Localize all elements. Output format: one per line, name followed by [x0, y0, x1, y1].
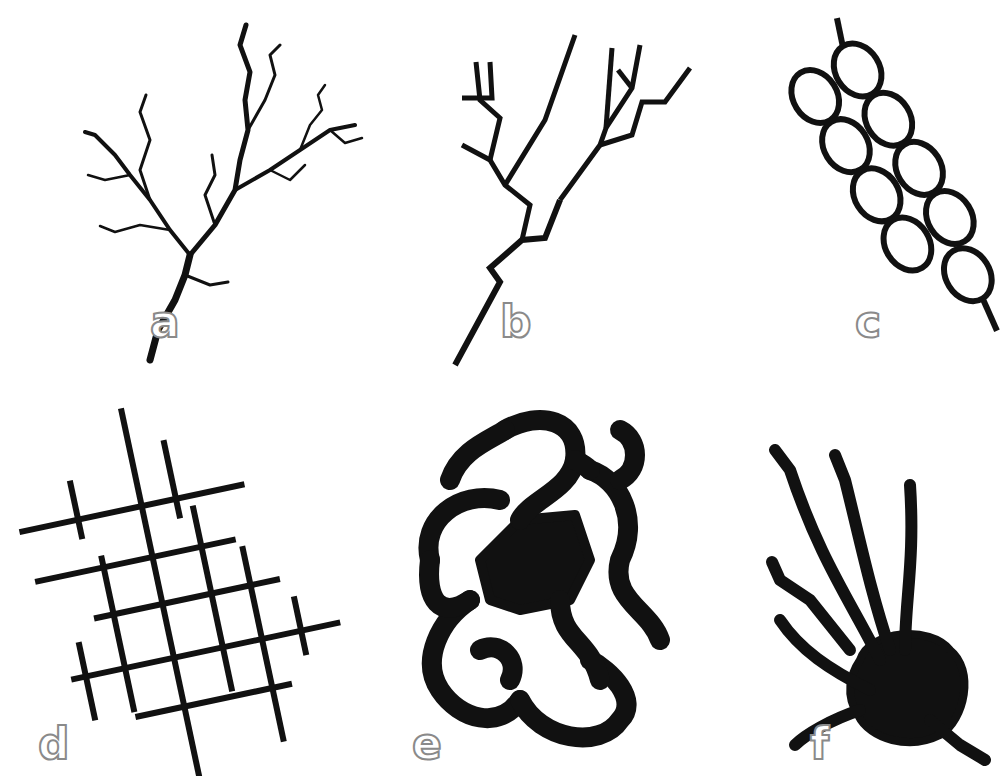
rectangular-pattern-stroke: [462, 62, 492, 98]
blob-pattern-stroke: [428, 420, 660, 737]
anastomotic-pattern-stroke: [978, 298, 1001, 330]
rectangular-pattern-stroke: [606, 48, 612, 128]
dendritic-pattern-stroke: [85, 132, 190, 255]
grid-pattern-stroke: [242, 546, 284, 742]
dendritic-pattern-stroke: [248, 45, 280, 130]
radial-blob-pattern-stroke-stroke: [930, 720, 985, 760]
rectangular-pattern-stroke: [505, 35, 575, 185]
panel-letter: c: [855, 300, 881, 344]
rectangular-pattern-stroke: [476, 62, 500, 160]
panel-letter: d: [38, 722, 70, 766]
dendritic-pattern-stroke: [205, 155, 215, 225]
blob-pattern: [428, 420, 660, 737]
blob-pattern-stroke-stroke: [620, 430, 635, 480]
blob-pattern-stroke-stroke: [450, 430, 505, 480]
radial-blob-pattern-stroke-stroke: [905, 485, 911, 650]
blob-pattern-stroke-stroke: [429, 560, 470, 608]
anastomotic-pattern-stroke: [916, 182, 983, 253]
blob-pattern-stroke-stroke: [428, 498, 500, 560]
rectangular-pattern-stroke: [560, 45, 640, 200]
anastomotic-pattern-stroke: [828, 18, 851, 46]
blob-pattern-stroke-stroke: [575, 460, 590, 470]
grid-pattern-stroke: [121, 408, 200, 776]
blob-pattern-stroke-stroke: [520, 660, 627, 737]
grid-pattern-stroke: [294, 596, 306, 655]
dendritic-pattern-stroke: [330, 130, 362, 143]
anastomotic-pattern-stroke: [874, 209, 941, 280]
anastomotic-pattern-stroke: [934, 239, 1001, 310]
blob-pattern-stroke-stroke: [590, 470, 660, 640]
blob-pattern-stroke-stroke: [560, 600, 600, 680]
grid-pattern-stroke: [101, 556, 134, 713]
radial-blob-pattern-stroke-stroke: [772, 562, 850, 650]
grid-pattern-stroke: [19, 484, 244, 532]
dendritic-pattern-stroke: [150, 255, 190, 360]
dendritic-pattern-stroke: [140, 95, 150, 200]
dendritic-pattern-stroke: [185, 275, 228, 285]
anastomotic-pattern: [767, 12, 1005, 359]
panel-letter: f: [810, 722, 829, 766]
panel-letter: a: [150, 300, 180, 344]
dendritic-pattern-stroke: [270, 165, 305, 180]
blob-pattern-stroke-stroke: [480, 647, 513, 680]
radial-blob-pattern-stroke: [772, 450, 985, 760]
rectangular-pattern-stroke: [600, 68, 690, 145]
blob-pattern-stroke-stroke: [505, 420, 575, 520]
panel-letter: b: [500, 300, 532, 344]
rectangular-pattern: [455, 35, 690, 365]
dendritic-pattern-stroke: [88, 175, 130, 180]
radial-blob-pattern-stroke-stroke: [835, 455, 890, 650]
grid-pattern-stroke: [79, 642, 96, 720]
grid-pattern-stroke: [193, 506, 233, 692]
grid-pattern-stroke: [135, 684, 292, 717]
rectangular-pattern-stroke: [618, 70, 632, 88]
grid-pattern-stroke: [70, 481, 82, 540]
panel-letter: e: [412, 722, 442, 766]
radial-blob-pattern: [772, 450, 985, 760]
blob-pattern-stroke: [480, 515, 590, 610]
dendritic-pattern-stroke: [190, 25, 250, 255]
blob-pattern-stroke-stroke: [432, 600, 520, 718]
grid-pattern: [0, 373, 366, 776]
dendritic-pattern-stroke: [300, 85, 325, 150]
radial-blob-pattern-stroke-stroke: [780, 620, 870, 690]
dendritic-pattern: [85, 25, 362, 360]
dendritic-pattern-stroke: [100, 225, 170, 232]
grid-pattern-stroke: [163, 440, 180, 518]
rectangular-pattern-stroke: [455, 200, 560, 365]
